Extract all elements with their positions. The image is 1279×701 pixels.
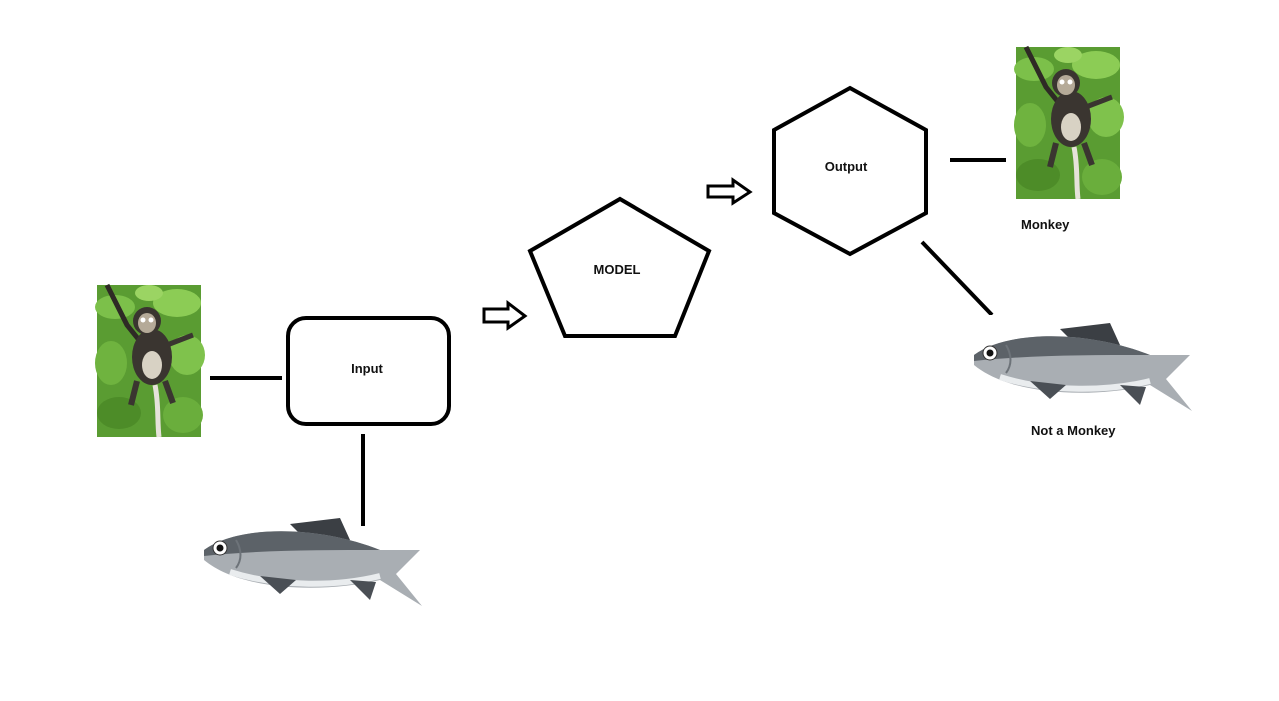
output-node bbox=[772, 85, 928, 257]
output-fish-image bbox=[970, 315, 1194, 415]
input-monkey-image bbox=[95, 285, 205, 437]
result-monkey-label: Monkey bbox=[1021, 217, 1070, 232]
input-fish-image bbox=[200, 510, 424, 610]
output-to-fish-connector bbox=[920, 240, 994, 317]
input-node bbox=[286, 316, 451, 426]
result-not-monkey-label: Not a Monkey bbox=[1031, 423, 1116, 438]
model-label: MODEL bbox=[594, 262, 641, 277]
output-monkey-image bbox=[1014, 47, 1124, 199]
input-label: Input bbox=[351, 361, 383, 376]
output-label: Output bbox=[825, 159, 868, 174]
model-to-output-arrow bbox=[706, 177, 753, 206]
input-to-model-arrow bbox=[482, 299, 528, 331]
model-node bbox=[527, 196, 712, 338]
